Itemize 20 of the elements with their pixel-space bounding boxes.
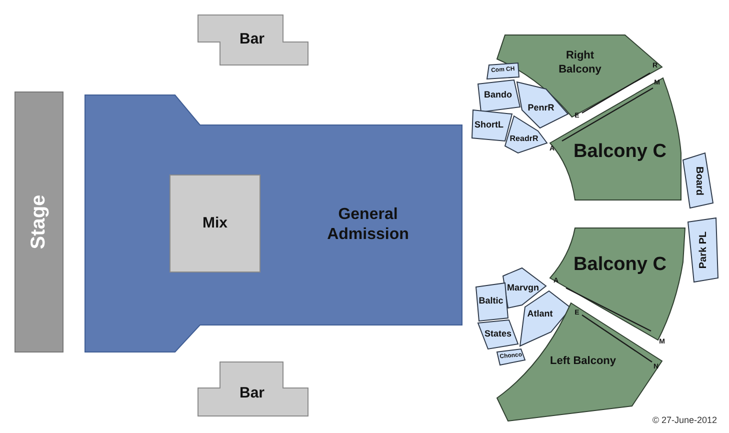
- section-name: PenrR: [528, 102, 554, 114]
- section-name: Balcony C: [574, 140, 666, 164]
- section-name: Bar: [240, 384, 264, 404]
- section-name: Marvgn: [507, 282, 539, 294]
- section-name: Right Balcony: [558, 49, 602, 77]
- section-name: General Admission: [326, 205, 410, 245]
- section-name: Board: [692, 166, 704, 196]
- section-name: Left Balcony: [548, 355, 617, 369]
- section-name: Park PL: [698, 231, 710, 269]
- section-name: Baltic: [478, 295, 504, 307]
- section-name: Bar: [240, 30, 264, 50]
- copyright-note: © 27-June-2012: [652, 414, 717, 426]
- section-name: Mix: [202, 214, 228, 234]
- section-name: ShortL: [474, 119, 504, 131]
- section-name: Balcony C: [574, 253, 666, 277]
- section-name: Stage: [26, 194, 50, 250]
- section-name: ReadrR: [510, 134, 538, 144]
- section-name: Atlant: [527, 308, 553, 320]
- section-name: Bando: [484, 89, 512, 101]
- section-name: States: [484, 328, 512, 340]
